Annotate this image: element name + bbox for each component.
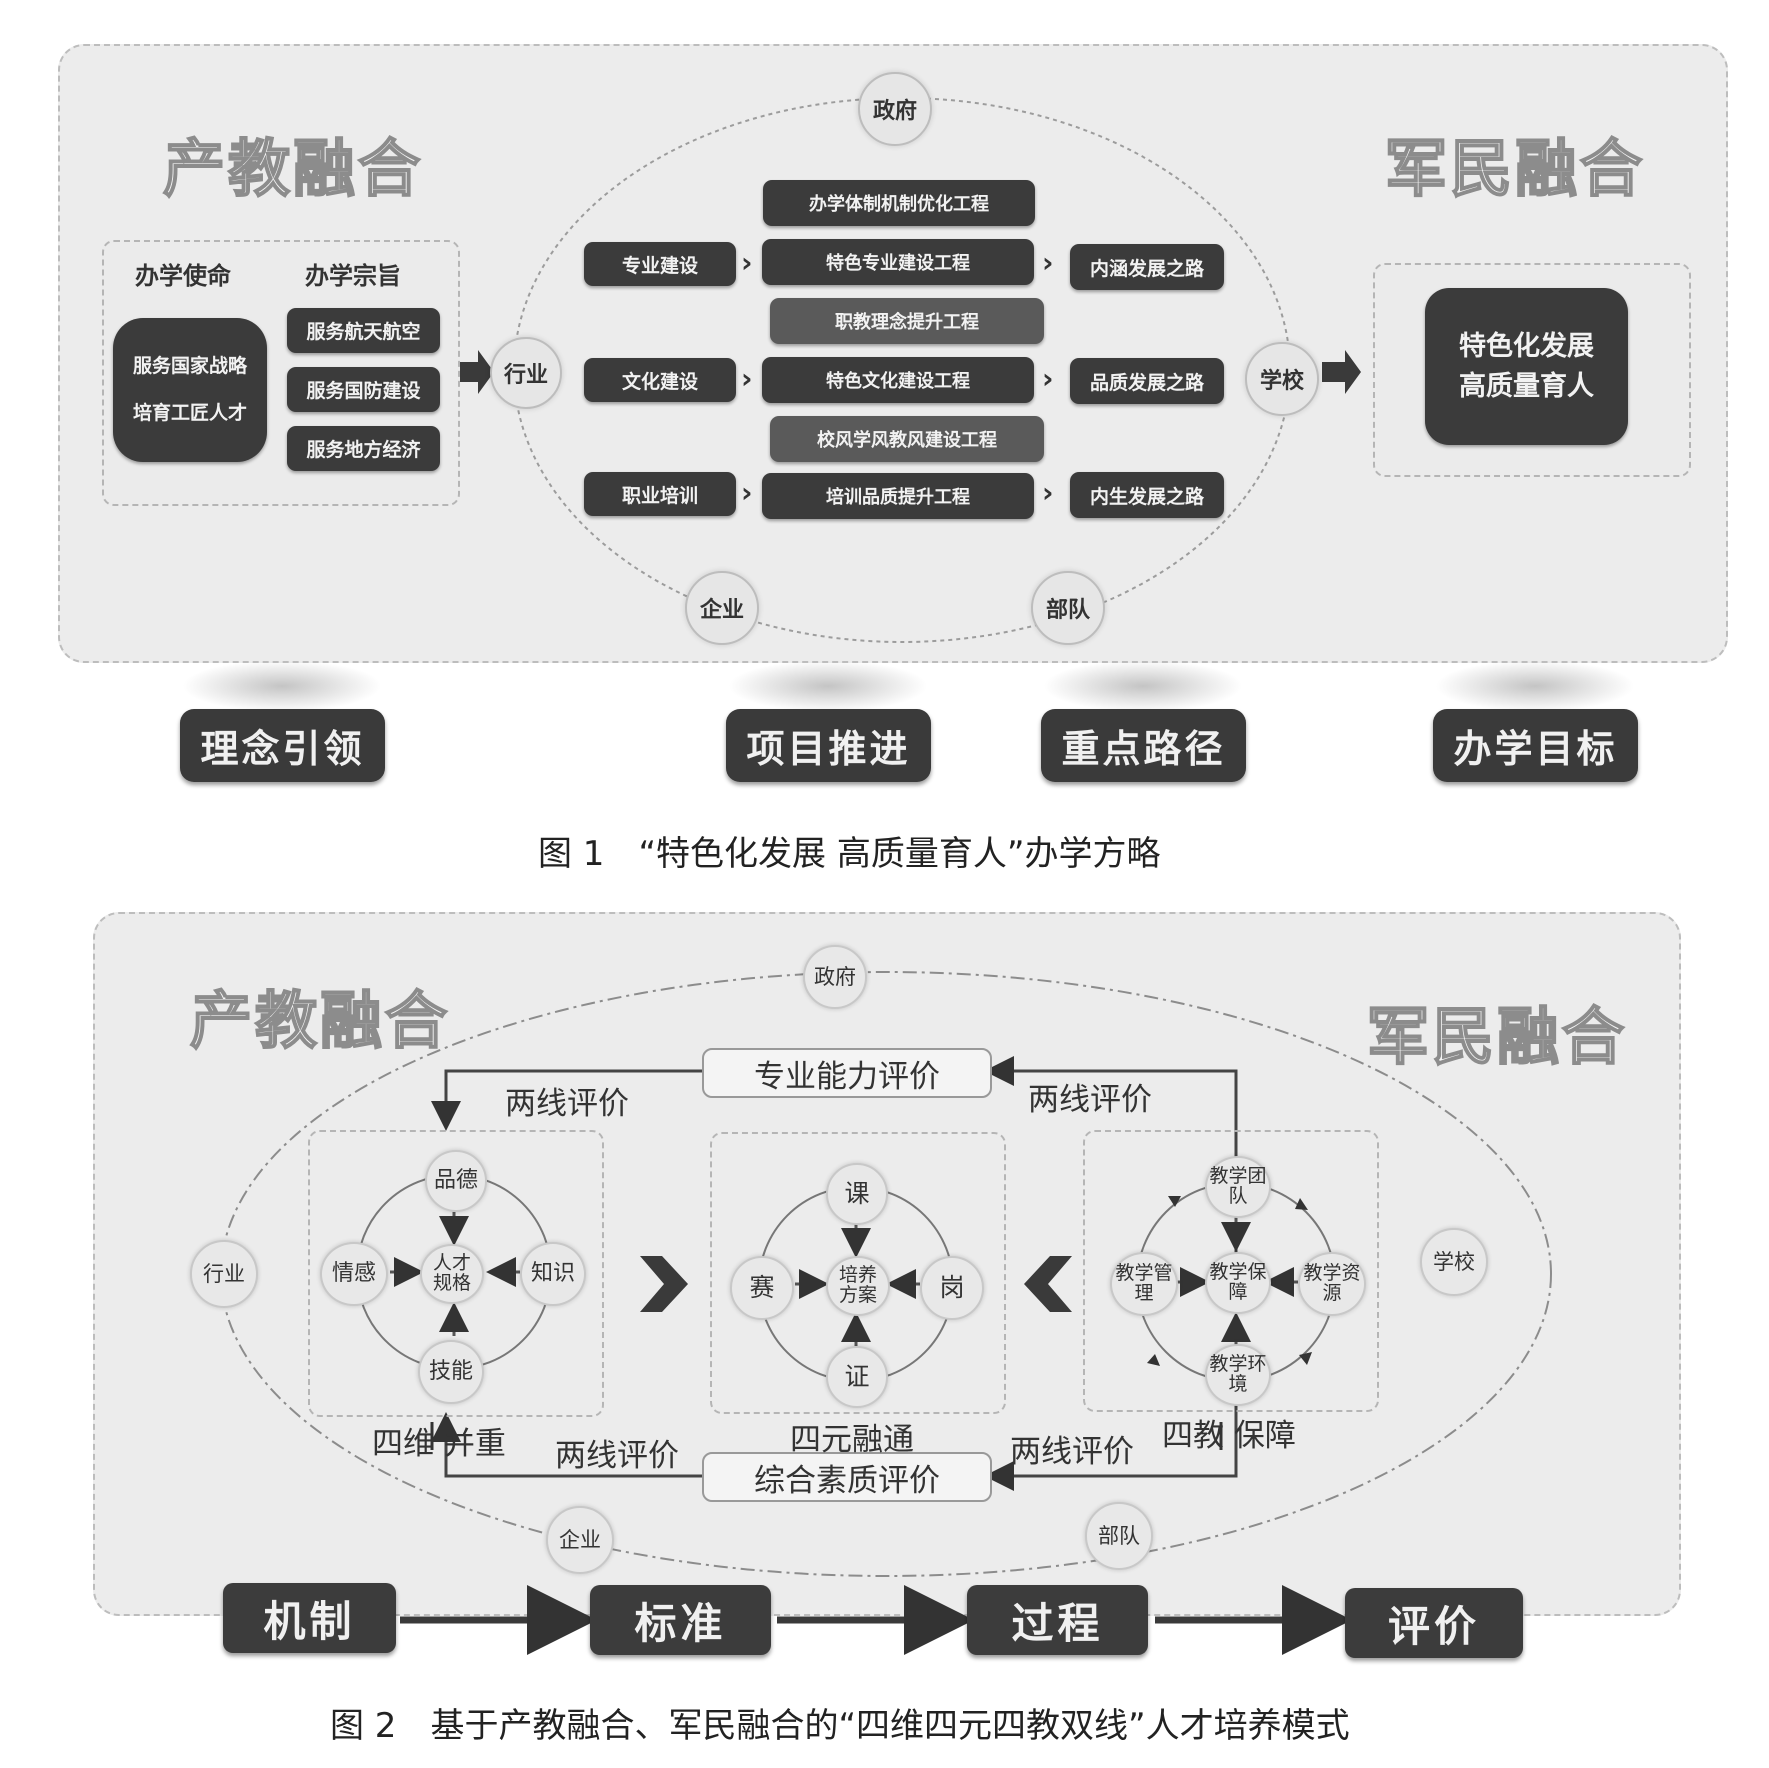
fig1-row2-right: 品质发展之路 (1070, 358, 1224, 404)
fig2-cluster2-frame (710, 1132, 1006, 1414)
fig1-row2-chevron-a: › (741, 362, 753, 395)
fig2-two-line-3: 两线评价 (555, 1438, 679, 1474)
fig1-purpose-header: 办学宗旨 (305, 262, 401, 290)
fig1-row2-chevron-b: › (1042, 362, 1054, 395)
fig2-two-line-4: 两线评价 (1010, 1434, 1134, 1470)
fig1-row3-left: 职业培训 (584, 472, 736, 516)
fig2-node-army: 部队 (1085, 1502, 1153, 1570)
fig1-glow-3 (1043, 660, 1243, 712)
fig2-c1-top: 品德 (425, 1150, 487, 1212)
fig2-node-government: 政府 (803, 945, 867, 1009)
fig1-row1-left: 专业建设 (584, 242, 736, 286)
fig2-two-line-2: 两线评价 (1028, 1082, 1152, 1118)
fig1-mission-line-2: 培育工匠人才 (132, 402, 247, 424)
fig1-left-title: 产教融合 (162, 131, 424, 206)
fig1-mission-header: 办学使命 (135, 262, 231, 290)
fig1-goal-line-2: 高质量育人 (1459, 370, 1594, 402)
fig2-c3-right: 教学资源 (1298, 1252, 1366, 1316)
fig1-row3-chevron-a: › (741, 476, 753, 509)
fig2-c2-bottom: 证 (826, 1346, 888, 1408)
fig1-tab-path: 重点路径 (1041, 709, 1246, 782)
fig2-top-eval: 专业能力评价 (702, 1048, 992, 1098)
fig2-label-four-edu: 四教 保障 (1162, 1418, 1296, 1454)
fig2-c2-top: 课 (826, 1163, 888, 1225)
fig2-c3-bottom: 教学环境 (1205, 1344, 1271, 1406)
fig2-caption: 图 2 基于产教融合、军民融合的“四维四元四教双线”人才培养模式 (330, 1706, 1350, 1746)
fig2-c3-top: 教学团队 (1205, 1156, 1271, 1218)
fig1-row3-right: 内生发展之路 (1070, 472, 1224, 518)
fig2-c2-center: 培养方案 (826, 1256, 890, 1316)
fig2-left-title: 产教融合 (189, 983, 451, 1058)
fig1-row1-chevron-a: › (741, 246, 753, 279)
fig1-mid1: 职教理念提升工程 (770, 298, 1044, 344)
fig1-tab-concept: 理念引领 (180, 709, 385, 782)
fig1-glow-2 (728, 660, 928, 712)
fig1-row1-right: 内涵发展之路 (1070, 244, 1224, 290)
fig1-right-title: 军民融合 (1384, 131, 1646, 206)
fig1-row1-center: 特色专业建设工程 (762, 239, 1034, 285)
fig2-stage-standard: 标准 (590, 1585, 771, 1655)
fig1-mission-content: 服务国家战略 培育工匠人才 (113, 318, 267, 462)
fig1-row3-chevron-b: › (1042, 476, 1054, 509)
fig2-c1-left: 情感 (320, 1242, 388, 1306)
fig2-node-industry: 行业 (190, 1240, 258, 1308)
fig2-cluster1-frame (308, 1130, 604, 1417)
fig1-row2-left: 文化建设 (584, 358, 736, 402)
fig2-c2-right: 岗 (920, 1256, 984, 1320)
fig1-row3-center: 培训品质提升工程 (762, 473, 1034, 519)
fig2-node-enterprise: 企业 (546, 1506, 614, 1574)
fig1-mission-line-1: 服务国家战略 (132, 354, 247, 377)
fig1-node-school: 学校 (1245, 342, 1319, 416)
fig1-goal-content: 特色化发展 高质量育人 (1425, 288, 1628, 445)
fig1-glow-4 (1435, 660, 1635, 712)
fig1-node-enterprise: 企业 (685, 571, 759, 645)
fig1-tab-goal: 办学目标 (1433, 709, 1638, 782)
fig1-node-army: 部队 (1031, 571, 1105, 645)
fig2-label-four-dim: 四维 并重 (372, 1426, 506, 1462)
fig2-c1-bottom: 技能 (418, 1340, 484, 1404)
fig1-node-industry: 行业 (490, 337, 562, 409)
fig1-row2-center: 特色文化建设工程 (762, 357, 1034, 403)
fig2-stage-process: 过程 (967, 1585, 1148, 1655)
fig1-purpose-item-2: 服务国防建设 (287, 367, 440, 412)
fig1-center-top: 办学体制机制优化工程 (763, 180, 1035, 226)
fig1-mid2: 校风学风教风建设工程 (770, 416, 1044, 462)
fig2-two-line-1: 两线评价 (505, 1086, 629, 1122)
fig2-bottom-eval: 综合素质评价 (702, 1452, 992, 1502)
fig1-glow-1 (182, 660, 382, 712)
fig2-label-four-elem: 四元融通 (790, 1422, 914, 1458)
fig2-cluster3-frame (1083, 1130, 1379, 1412)
fig2-stage-mechanism: 机制 (223, 1583, 396, 1653)
fig1-caption: 图 1 “特色化发展 高质量育人”办学方略 (538, 834, 1161, 874)
fig2-stage-evaluation: 评价 (1345, 1588, 1523, 1658)
fig1-goal-line-1: 特色化发展 (1459, 331, 1594, 363)
fig2-c1-right: 知识 (520, 1242, 586, 1306)
fig1-purpose-item-1: 服务航天航空 (287, 308, 440, 353)
fig1-tab-project: 项目推进 (726, 709, 931, 782)
fig1-node-government: 政府 (858, 72, 932, 146)
fig2-c3-left: 教学管理 (1110, 1252, 1178, 1316)
fig1-row1-chevron-b: › (1042, 246, 1054, 279)
fig2-right-title: 军民融合 (1366, 999, 1628, 1074)
fig2-c1-center: 人才规格 (420, 1244, 484, 1304)
fig2-c3-center: 教学保障 (1205, 1252, 1271, 1314)
fig2-node-school: 学校 (1420, 1228, 1488, 1296)
fig2-c2-left: 赛 (730, 1256, 794, 1320)
fig1-purpose-item-3: 服务地方经济 (287, 426, 440, 471)
